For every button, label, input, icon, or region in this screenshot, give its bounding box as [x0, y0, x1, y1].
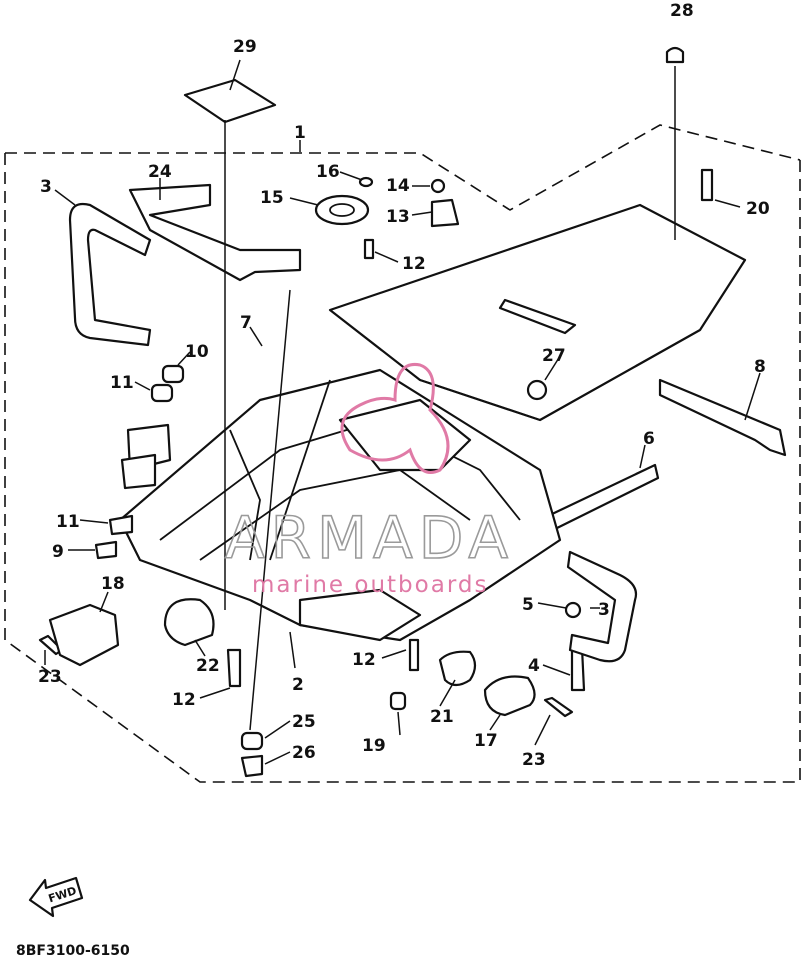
callout-27: 27	[542, 346, 566, 366]
callout-3-left: 3	[40, 177, 52, 197]
bracket-strip	[548, 463, 660, 532]
callout-11-top: 11	[110, 373, 134, 393]
plate-29	[183, 78, 277, 124]
callout-26: 26	[292, 743, 316, 763]
callout-28: 28	[670, 1, 694, 21]
callout-22: 22	[196, 656, 220, 676]
callout-15: 15	[260, 188, 284, 208]
ring-15	[314, 194, 370, 226]
callout-19: 19	[362, 736, 386, 756]
drawing-code: 8BF3100-6150	[16, 943, 130, 959]
gaskets	[163, 598, 536, 717]
callout-10: 10	[185, 342, 209, 362]
callout-12-top: 12	[402, 254, 426, 274]
callout-labels: 28 29 1 3 24 16 14 15 13 20 12 7 10 27 8…	[38, 1, 770, 770]
callout-1: 1	[294, 123, 306, 143]
callout-5: 5	[522, 595, 534, 615]
callout-6: 6	[643, 429, 655, 449]
callout-2: 2	[292, 675, 304, 695]
left-mount-assembly	[94, 364, 185, 560]
callout-11-bottom: 11	[56, 512, 80, 532]
assembly-boundary	[4, 124, 801, 783]
watermark: ARMADA marine outboards	[224, 362, 514, 598]
callout-13: 13	[386, 207, 410, 227]
leader-lines	[44, 59, 761, 765]
small-fasteners	[38, 168, 714, 778]
bracket-18	[48, 603, 120, 667]
callout-24: 24	[148, 162, 172, 182]
callout-12-bottom: 12	[172, 690, 196, 710]
grommet-28	[665, 46, 685, 64]
forward-arrow-icon	[28, 876, 84, 918]
watermark-brand: ARMADA	[225, 504, 514, 572]
watermark-tagline: marine outboards	[252, 572, 488, 598]
side-rail-right	[658, 378, 787, 457]
callout-18: 18	[101, 574, 125, 594]
callout-23-left: 23	[38, 667, 62, 687]
callout-9: 9	[52, 542, 64, 562]
lower-frame	[118, 368, 562, 642]
callout-29: 29	[233, 37, 257, 57]
callout-14: 14	[386, 176, 410, 196]
upper-body-panel	[328, 203, 747, 422]
upper-handle-bar	[128, 183, 302, 282]
callout-8: 8	[754, 357, 766, 377]
callout-16: 16	[316, 162, 340, 182]
callout-23-right: 23	[522, 750, 546, 770]
callout-21: 21	[430, 707, 454, 727]
watermark-logo-icon	[340, 362, 450, 474]
callout-3-right: 3	[598, 600, 610, 620]
callout-25: 25	[292, 712, 316, 732]
callout-7: 7	[240, 313, 252, 333]
callout-12-middle: 12	[352, 650, 376, 670]
bumper-bar-left	[68, 202, 152, 347]
callout-4: 4	[528, 656, 540, 676]
bumper-bar-right	[566, 550, 638, 663]
callout-17: 17	[474, 731, 498, 751]
callout-20: 20	[746, 199, 770, 219]
